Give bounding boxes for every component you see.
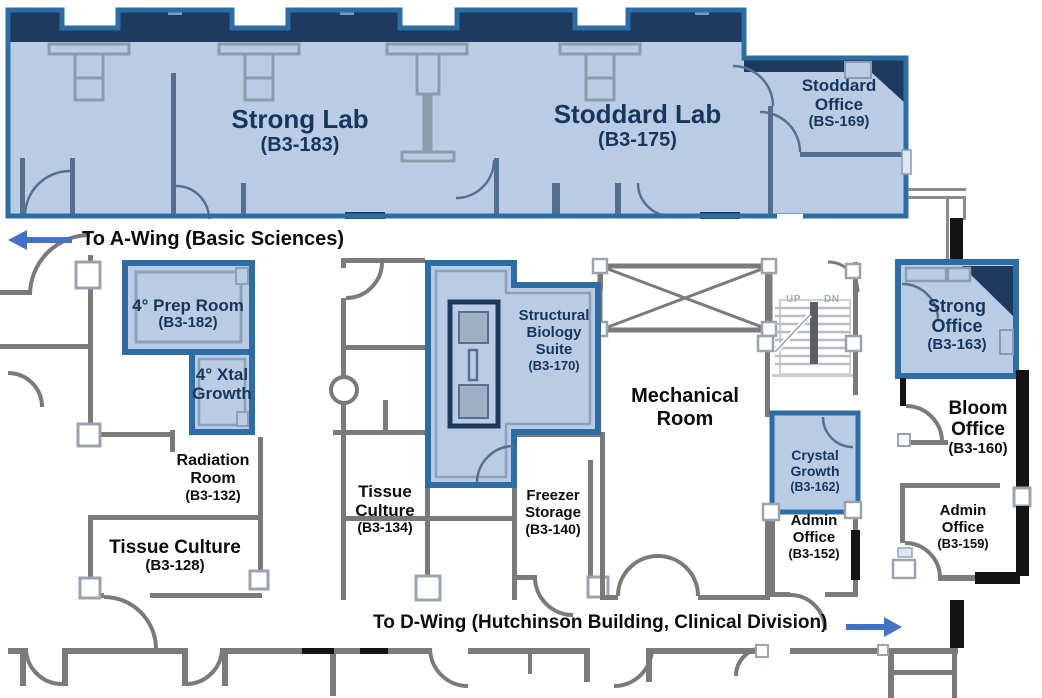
- left-block-walls: [0, 233, 270, 650]
- stairwell: [756, 260, 863, 395]
- lab-partitions: [20, 73, 908, 216]
- office-desk: [844, 61, 872, 79]
- wall-posts: [756, 262, 863, 353]
- a-wing-arrow-icon: [8, 230, 72, 250]
- stairs-dn-label: DN: [824, 294, 840, 305]
- wall-posts: [761, 500, 863, 522]
- door-arc: [821, 416, 854, 449]
- door-arc: [475, 444, 515, 484]
- top-wing-fill: [8, 28, 908, 216]
- stairs-up-label: UP: [786, 294, 801, 305]
- top-wing-outer-wall: [8, 8, 906, 104]
- admin-152-walls: [761, 500, 863, 631]
- right-connector: [908, 188, 966, 264]
- column-circle: [329, 375, 359, 405]
- lab-bench-fixtures: [47, 42, 642, 163]
- structural-biology-room: [425, 260, 601, 488]
- door-arc: [789, 593, 827, 631]
- top-wing-outline: [5, 7, 909, 219]
- door-arc: [905, 404, 944, 443]
- mech-double-door: [616, 554, 700, 597]
- wall-posts: [755, 644, 889, 658]
- d-wing-annotation: To D-Wing (Hutchinson Building, Clinical…: [373, 612, 828, 633]
- stair-rail: [810, 302, 818, 364]
- center-door-arcs: [345, 261, 574, 617]
- equipment-outline: [447, 299, 501, 429]
- door-arc: [904, 541, 942, 579]
- door-gap: [777, 214, 803, 221]
- prep-room: [122, 260, 255, 355]
- lab-door-arcs: [23, 64, 802, 220]
- highlighted-rooms: [122, 259, 1019, 515]
- right-block-walls: [888, 370, 1032, 698]
- xtal-growth-room: [189, 349, 255, 435]
- top-wing-walls: [5, 7, 912, 221]
- mechanical-room-walls: [591, 257, 778, 600]
- d-wing-arrow-icon: [846, 617, 902, 637]
- bottom-corridor-walls: [8, 644, 889, 696]
- left-door-arcs: [7, 233, 158, 650]
- crystal-growth-room: [769, 410, 861, 515]
- door-arc: [901, 282, 940, 321]
- a-wing-annotation: To A-Wing (Basic Sciences): [82, 228, 345, 250]
- wall-posts: [74, 260, 270, 600]
- office-window: [901, 149, 912, 175]
